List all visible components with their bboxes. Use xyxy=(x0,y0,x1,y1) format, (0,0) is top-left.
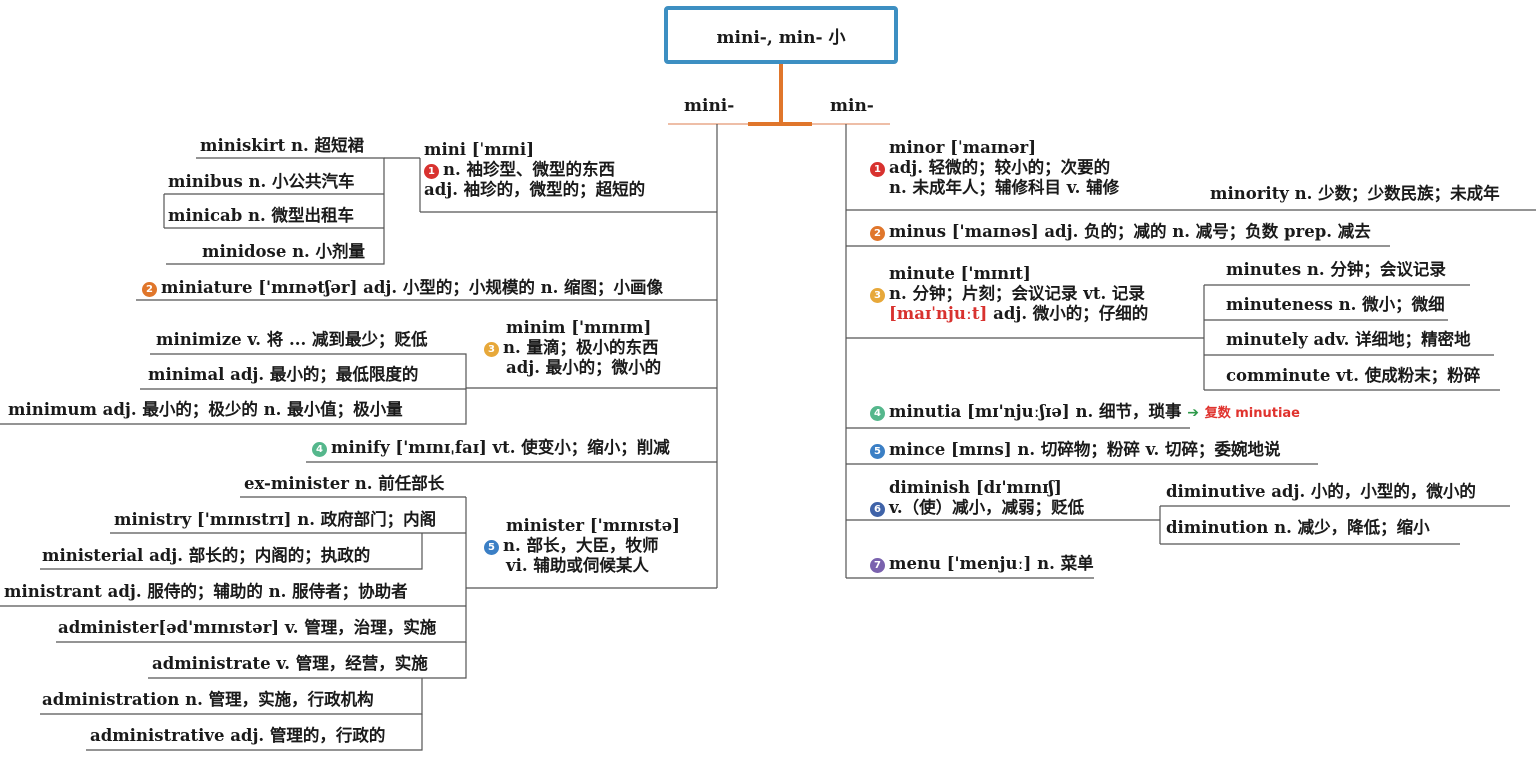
number-badge: 2 xyxy=(142,282,157,297)
node-minus: 2 minus ['maɪnəs] adj. 负的；减的 n. 减号；负数 pre… xyxy=(870,222,1371,242)
number-badge: 3 xyxy=(484,342,499,357)
number-badge: 5 xyxy=(870,444,885,459)
node-minify: 4 minify ['mɪnɪˌfaɪ] vt. 使变小；缩小；削减 xyxy=(312,438,670,458)
node-mince: 5 mince [mɪns] n. 切碎物；粉碎 v. 切碎；委婉地说 xyxy=(870,440,1281,460)
node-minute: minute ['mɪnɪt] 3 n. 分钟；片刻；会议记录 vt. 记录 [m… xyxy=(870,264,1148,324)
branch-left-label: mini- xyxy=(684,96,735,116)
leaf-miniskirt: miniskirt n. 超短裙 xyxy=(200,136,365,155)
node-minim-noun: n. 量滴；极小的东西 xyxy=(503,338,659,357)
node-menu: 7 menu ['menjuː] n. 菜单 xyxy=(870,554,1094,574)
node-diminish: diminish [dɪ'mɪnɪʃ] 6 v.（使）减小，减弱；贬低 xyxy=(870,478,1084,518)
leaf-administrative: administrative adj. 管理的，行政的 xyxy=(90,726,386,745)
node-minister: minister ['mɪnɪstə] 5 n. 部长，大臣，牧师 vi. 辅助或… xyxy=(484,516,680,576)
leaf-ex-minister: ex-minister n. 前任部长 xyxy=(244,474,445,493)
node-minim: minim ['mɪnɪm] 3 n. 量滴；极小的东西 adj. 最小的；微小的 xyxy=(484,318,661,378)
node-minim-head: minim ['mɪnɪm] xyxy=(506,318,652,337)
node-minify-text: minify ['mɪnɪˌfaɪ] vt. 使变小；缩小；削减 xyxy=(331,438,670,457)
leaf-minicab: minicab n. 微型出租车 xyxy=(168,206,354,225)
node-minim-adj: adj. 最小的；微小的 xyxy=(506,358,662,377)
node-minor-noun: n. 未成年人；辅修科目 v. 辅修 xyxy=(889,178,1120,197)
number-badge: 3 xyxy=(870,288,885,303)
node-miniature: 2 miniature ['mɪnətʃər] adj. 小型的；小规模的 n. … xyxy=(142,278,663,298)
number-badge: 7 xyxy=(870,558,885,573)
number-badge: 5 xyxy=(484,540,499,555)
leaf-ministrant: ministrant adj. 服侍的；辅助的 n. 服侍者；协助者 xyxy=(4,582,408,601)
node-minor-adj: adj. 轻微的；较小的；次要的 xyxy=(889,158,1111,177)
node-miniature-text: miniature ['mɪnətʃər] adj. 小型的；小规模的 n. 缩… xyxy=(161,278,664,297)
node-mini-head: mini [ˈmɪni] xyxy=(424,140,534,159)
number-badge: 1 xyxy=(870,162,885,177)
arrow-right-icon: ➔ xyxy=(1187,405,1199,421)
node-minister-head: minister ['mɪnɪstə] xyxy=(506,516,680,535)
leaf-comminute: comminute vt. 使成粉末；粉碎 xyxy=(1226,366,1481,385)
leaf-diminution: diminution n. 减少，降低；缩小 xyxy=(1166,518,1430,537)
node-minor: minor [ˈmaɪnər] 1 adj. 轻微的；较小的；次要的 n. 未成年… xyxy=(870,138,1119,198)
number-badge: 4 xyxy=(312,442,327,457)
leaf-minidose: minidose n. 小剂量 xyxy=(202,242,366,261)
node-mini: mini [ˈmɪni] 1 n. 袖珍型、微型的东西 adj. 袖珍的，微型的；… xyxy=(424,140,645,200)
root-label: mini-, min- 小 xyxy=(716,27,846,48)
leaf-ministerial: ministerial adj. 部长的；内阁的；执政的 xyxy=(42,546,371,565)
leaf-ministry: ministry ['mɪnɪstrɪ] n. 政府部门；内阁 xyxy=(114,510,437,529)
leaf-minutes: minutes n. 分钟；会议记录 xyxy=(1226,260,1446,279)
leaf-administer: administer[əd'mɪnɪstər] v. 管理，治理，实施 xyxy=(58,618,437,637)
node-minister-noun: n. 部长，大臣，牧师 xyxy=(503,536,659,555)
leaf-minuteness: minuteness n. 微小；微细 xyxy=(1226,295,1445,314)
leaf-minimum: minimum adj. 最小的；极少的 n. 最小值；极小量 xyxy=(8,400,403,419)
number-badge: 2 xyxy=(870,226,885,241)
node-minutia-text: minutia [mɪ'njuːʃɪə] n. 细节，琐事 xyxy=(889,402,1182,421)
node-mini-noun: n. 袖珍型、微型的东西 xyxy=(443,160,615,179)
node-minute-head: minute ['mɪnɪt] xyxy=(889,264,1031,283)
node-minutia-plural: 复数 minutiae xyxy=(1204,406,1300,421)
node-minute-noun: n. 分钟；片刻；会议记录 vt. 记录 xyxy=(889,284,1145,303)
node-minus-text: minus ['maɪnəs] adj. 负的；减的 n. 减号；负数 prep… xyxy=(889,222,1371,241)
leaf-minimize: minimize v. 将 ... 减到最少；贬低 xyxy=(156,330,428,349)
node-mini-adj: adj. 袖珍的，微型的；超短的 xyxy=(424,180,646,199)
node-minute-pron2: [maɪˈnjuːt] xyxy=(889,304,988,323)
node-minute-adj: adj. 微小的；仔细的 xyxy=(993,304,1149,323)
node-mince-text: mince [mɪns] n. 切碎物；粉碎 v. 切碎；委婉地说 xyxy=(889,440,1281,459)
number-badge: 6 xyxy=(870,502,885,517)
leaf-diminutive: diminutive adj. 小的，小型的，微小的 xyxy=(1166,482,1476,501)
number-badge: 4 xyxy=(870,406,885,421)
node-minister-verb: vi. 辅助或伺候某人 xyxy=(506,556,649,575)
leaf-administration: administration n. 管理，实施，行政机构 xyxy=(42,690,374,709)
root-node: mini-, min- 小 xyxy=(664,6,898,64)
leaf-administrate: administrate v. 管理，经营，实施 xyxy=(152,654,428,673)
node-menu-text: menu ['menjuː] n. 菜单 xyxy=(889,554,1094,573)
number-badge: 1 xyxy=(424,164,439,179)
leaf-minutely: minutely adv. 详细地；精密地 xyxy=(1226,330,1471,349)
node-minor-head: minor [ˈmaɪnər] xyxy=(889,138,1037,157)
leaf-minibus: minibus n. 小公共汽车 xyxy=(168,172,355,191)
node-diminish-head: diminish [dɪ'mɪnɪʃ] xyxy=(889,478,1062,497)
leaf-minimal: minimal adj. 最小的；最低限度的 xyxy=(148,365,419,384)
leaf-minority: minority n. 少数；少数民族；未成年 xyxy=(1210,184,1500,203)
node-diminish-verb: v.（使）减小，减弱；贬低 xyxy=(889,498,1085,517)
node-minutia: 4 minutia [mɪ'njuːʃɪə] n. 细节，琐事 ➔ 复数 minu… xyxy=(870,402,1300,424)
branch-right-label: min- xyxy=(830,96,874,116)
